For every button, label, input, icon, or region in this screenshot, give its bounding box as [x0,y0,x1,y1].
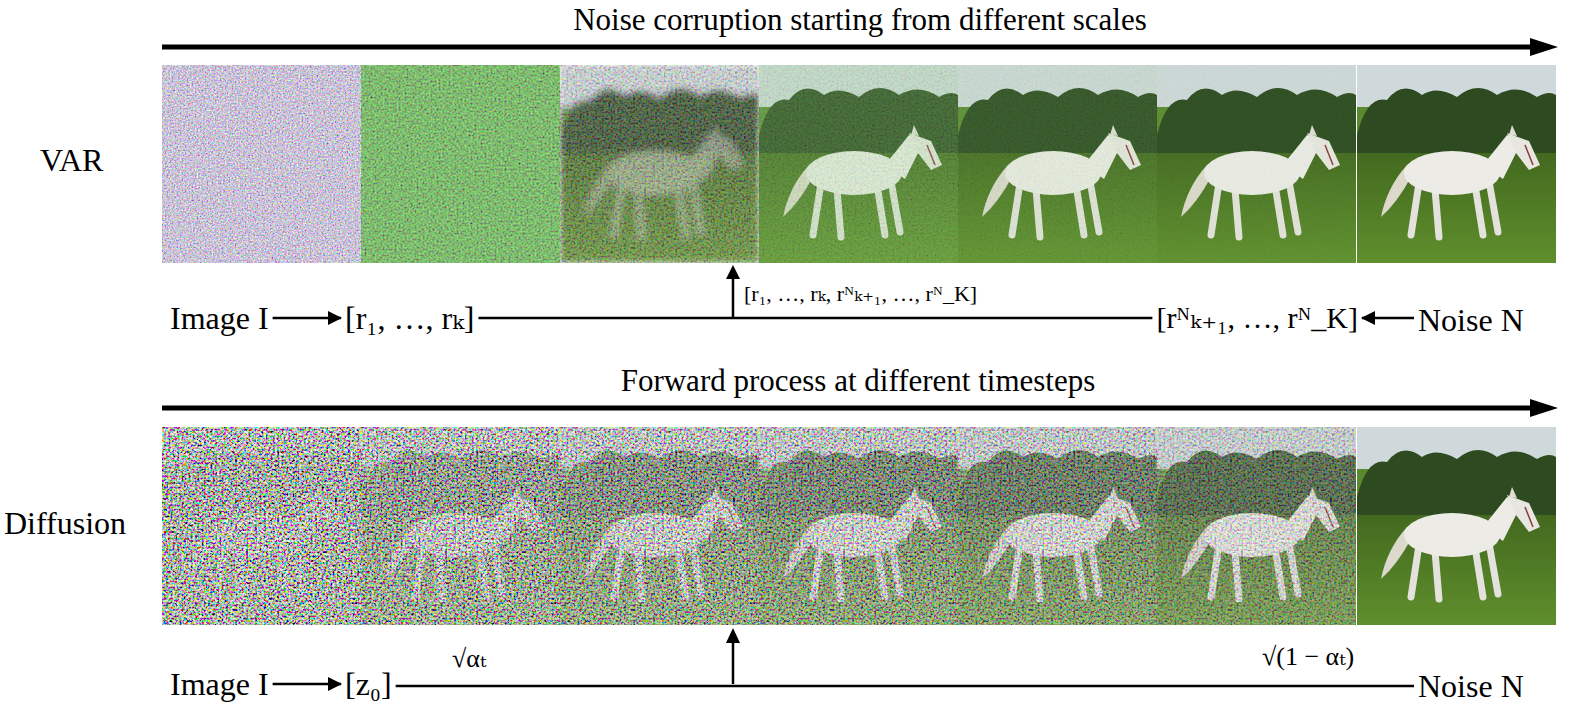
term-text: Noise N [1418,668,1524,704]
connector-line [273,683,341,686]
connector-line [478,317,1152,320]
connector-line [396,685,1414,688]
term-text: Noise N [1418,302,1524,338]
coefficient-label: √αₜ [452,644,486,674]
term-text: [z₀] [345,666,392,702]
term-box: [r₁, …, rₖ] [341,300,478,337]
heading: Forward process at different timesteps [621,363,1096,399]
term-box: Noise N [1414,668,1528,705]
term-text: Image I [170,300,269,336]
term-box: Image I [166,300,273,337]
term-box: Noise N [1414,302,1528,339]
term-box: [rᴺₖ₊₁, …, rᴺ_K] [1152,301,1362,336]
term-box: Image I [166,666,273,703]
row-label: Diffusion [4,505,126,542]
heading: Noise corruption starting from different… [573,2,1147,38]
term-text: Image I [170,666,269,702]
term-text: [r₁, …, rₖ] [345,300,474,336]
row-label: VAR [40,142,103,179]
coefficient-label: √(1 − αₜ) [1262,642,1354,672]
connector-line [1362,317,1414,320]
sequence-label: [r₁, …, rₖ, rᴺₖ₊₁, …, rᴺ_K] [744,281,977,306]
term-box: [z₀] [341,666,396,703]
term-text: [rᴺₖ₊₁, …, rᴺ_K] [1156,301,1358,334]
connector-line [273,317,341,320]
